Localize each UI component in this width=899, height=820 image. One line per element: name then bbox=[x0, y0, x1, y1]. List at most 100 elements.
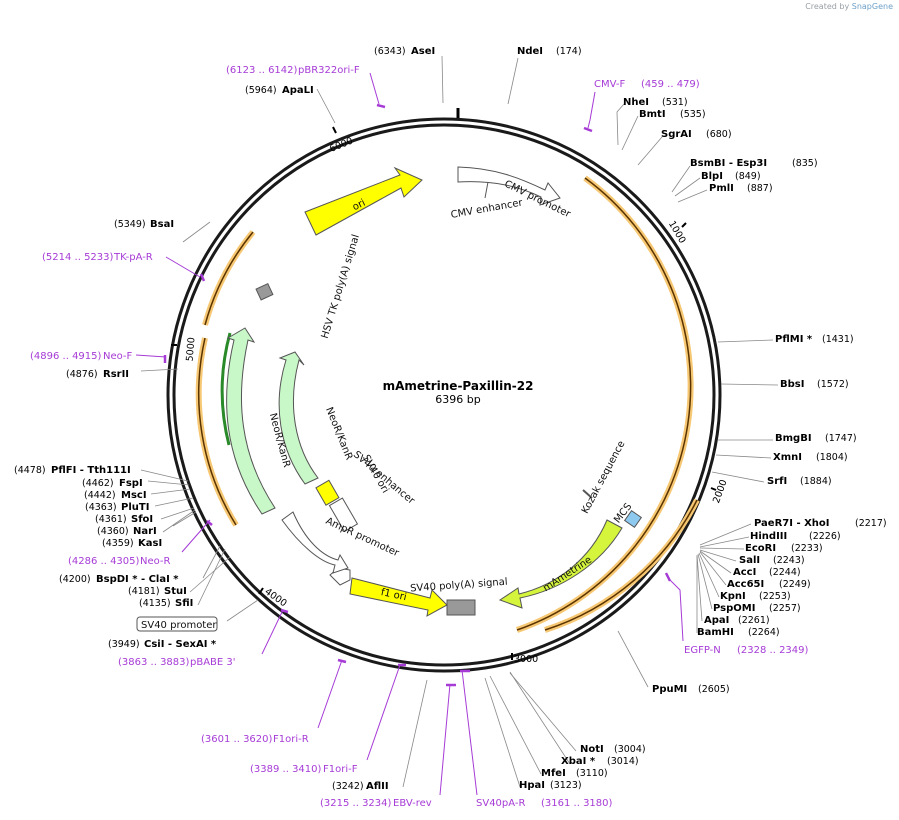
label-ori: ori bbox=[351, 198, 368, 214]
sv40-promoter-box bbox=[136, 616, 218, 632]
sv40-enhancer-feature bbox=[328, 497, 359, 533]
primer-pos: (459 .. 479) bbox=[641, 79, 700, 90]
site-name: SrfI bbox=[767, 476, 787, 487]
label-sv40-enhancer: SV40 enhancer bbox=[351, 449, 417, 507]
f1-ori-feature bbox=[349, 577, 448, 617]
site-pos: (531) bbox=[662, 97, 688, 108]
primer-pos: (6123 .. 6142) bbox=[226, 65, 298, 76]
primer-pos: (3215 .. 3234) bbox=[320, 798, 392, 809]
site-name: Acc65I bbox=[727, 579, 764, 590]
neo-orf-arc bbox=[220, 332, 232, 446]
label-sv40-promoter: SV40 promoter bbox=[141, 620, 217, 631]
site-pos: (1572) bbox=[817, 379, 849, 390]
label-kozak: Kozak sequence bbox=[580, 439, 628, 515]
sv40-ori-feature bbox=[315, 479, 340, 506]
credit-brand: SnapGene bbox=[851, 2, 893, 11]
primer-name: SV40pA-R bbox=[476, 798, 525, 809]
site-name: NotI bbox=[580, 744, 604, 755]
primer-name: pBABE 3' bbox=[190, 657, 236, 668]
label-neo-kan-inner: NeoR/KanR bbox=[323, 406, 354, 462]
primer-name: Neo-R bbox=[140, 556, 171, 567]
snapgene-credit: Created by SnapGene bbox=[805, 2, 893, 11]
leader-lines bbox=[140, 55, 779, 788]
site-name: EcoRI bbox=[745, 543, 776, 554]
primer-name: F1ori-F bbox=[323, 764, 358, 775]
primer-pos: (2328 .. 2349) bbox=[737, 645, 809, 656]
site-name: BsmBI - Esp3I bbox=[690, 158, 767, 169]
site-pos: (4361) bbox=[95, 514, 127, 525]
site-name: MfeI bbox=[541, 768, 566, 779]
site-pos: (4363) bbox=[85, 502, 117, 513]
primer-labels: CMV-F (459 .. 479) EGFP-N (2328 .. 2349)… bbox=[30, 65, 809, 809]
site-pos: (5349) bbox=[114, 219, 146, 230]
backbone-inner bbox=[172, 123, 716, 667]
tick-6000: 6000 bbox=[328, 136, 355, 155]
site-pos: (2244) bbox=[769, 567, 801, 578]
label-mametrine: mAmetrine bbox=[541, 555, 594, 595]
neo-kan-outer-feature bbox=[226, 327, 276, 515]
site-name: XmnI bbox=[773, 452, 802, 463]
site-name: SalI bbox=[739, 555, 760, 566]
primer-pos: (3863 .. 3883) bbox=[118, 657, 190, 668]
site-pos: (3004) bbox=[614, 744, 646, 755]
site-pos: (3123) bbox=[550, 780, 582, 791]
site-name: BspDI * - ClaI * bbox=[96, 574, 179, 585]
site-pos: (174) bbox=[556, 46, 582, 57]
site-pos: (3110) bbox=[576, 768, 608, 779]
site-name: SfiI bbox=[175, 598, 193, 609]
primer-pos: (4896 .. 4915) bbox=[30, 351, 102, 362]
site-pos: (6343) bbox=[374, 46, 406, 57]
sv40pa-feature bbox=[446, 599, 476, 616]
site-pos: (4876) bbox=[66, 369, 98, 380]
hsv-tk-feature bbox=[255, 282, 274, 301]
site-pos: (3949) bbox=[108, 639, 140, 650]
primer-pos: (3161 .. 3180) bbox=[541, 798, 613, 809]
site-name: NdeI bbox=[517, 46, 543, 57]
site-name: NarI bbox=[133, 526, 157, 537]
primer-marks bbox=[163, 103, 672, 687]
site-pos: (2249) bbox=[779, 579, 811, 590]
site-pos: (2261) bbox=[738, 615, 770, 626]
site-name: PflMI * bbox=[775, 334, 813, 345]
cmv-feature bbox=[457, 166, 561, 206]
site-name: MscI bbox=[121, 490, 147, 501]
site-name: PspOMI bbox=[713, 603, 755, 614]
site-pos: (1431) bbox=[822, 334, 854, 345]
primer-name: CMV-F bbox=[594, 79, 625, 90]
site-pos: (4135) bbox=[139, 598, 171, 609]
tick-5000: 5000 bbox=[184, 337, 197, 362]
primer-pos: (4286 .. 4305) bbox=[68, 556, 140, 567]
site-name: BamHI bbox=[697, 627, 734, 638]
kozak-feature bbox=[582, 489, 593, 499]
backbone-outer bbox=[166, 117, 722, 673]
primer-pos: (3389 .. 3410) bbox=[250, 764, 322, 775]
mcs-feature bbox=[623, 509, 643, 529]
site-pos: (3242) bbox=[332, 781, 364, 792]
site-name: HindIII bbox=[750, 531, 787, 542]
label-hsv-tk: HSV TK poly(A) signal bbox=[320, 233, 362, 340]
primer-name: Neo-F bbox=[103, 351, 133, 362]
site-pos: (2257) bbox=[769, 603, 801, 614]
site-name: PpuMI bbox=[652, 684, 687, 695]
site-name: PluTI bbox=[121, 502, 149, 513]
site-pos: (2605) bbox=[698, 684, 730, 695]
mametrine-feature bbox=[498, 519, 623, 609]
plasmid-length: 6396 bp bbox=[435, 393, 480, 406]
tick-1000: 1000 bbox=[666, 219, 688, 245]
site-name: AseI bbox=[411, 46, 435, 57]
site-name: RsrII bbox=[103, 369, 129, 380]
tick-2000: 2000 bbox=[711, 478, 730, 504]
orf-arcs bbox=[195, 175, 700, 633]
primer-name: pBR322ori-F bbox=[298, 65, 360, 76]
site-pos: (2253) bbox=[759, 591, 791, 602]
site-name: CsiI - SexAI * bbox=[144, 639, 217, 650]
site-name: KasI bbox=[138, 538, 162, 549]
site-name: SfoI bbox=[131, 514, 153, 525]
site-name: ApaI bbox=[704, 615, 729, 626]
site-pos: (3014) bbox=[607, 756, 639, 767]
label-sv40-polya: SV40 poly(A) signal bbox=[410, 577, 508, 595]
tick-3000: 3000 bbox=[514, 654, 538, 665]
site-pos: (1804) bbox=[816, 452, 848, 463]
site-pos: (1747) bbox=[825, 433, 857, 444]
